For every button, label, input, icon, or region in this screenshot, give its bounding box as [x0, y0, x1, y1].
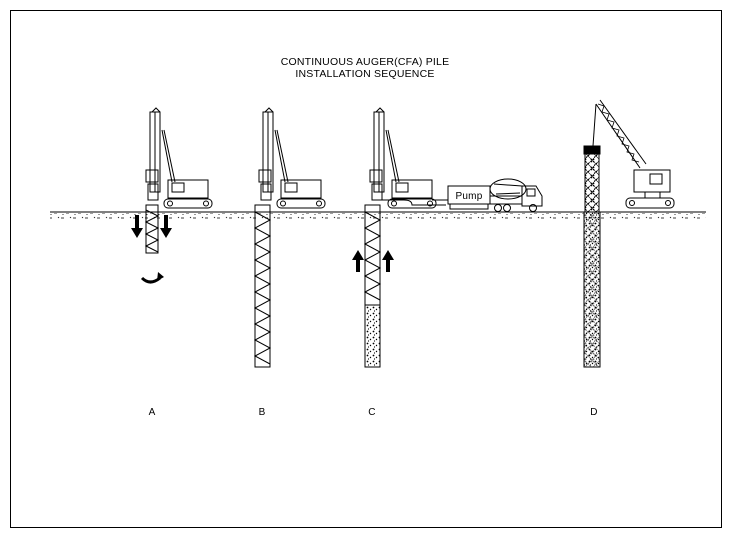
stage-a-auger [144, 204, 160, 254]
stage-a-down-arrows [131, 215, 172, 238]
stage-d-concrete-pile [583, 211, 601, 368]
stage-c-rig [369, 107, 437, 209]
pump-hose [380, 199, 446, 206]
stage-b-auger-full-depth [253, 204, 272, 368]
stage-d-label: D [590, 407, 597, 418]
stage-a-rotation-arrow [140, 272, 164, 284]
stage-c-label: C [368, 407, 375, 418]
stage-b-rig [258, 107, 326, 209]
diagram-title-line-2: INSTALLATION SEQUENCE [295, 68, 434, 80]
stage-d-rebar-cage [583, 145, 601, 213]
stage-c-up-arrows [352, 250, 394, 272]
stage-b-label: B [259, 407, 266, 418]
stage-a-label: A [149, 407, 156, 418]
concrete-pump: Pump [432, 185, 491, 210]
drawing-border [10, 10, 722, 528]
stage-d-crane [592, 99, 675, 209]
stage-a-rig [145, 107, 213, 209]
stage-c-concrete-column [364, 304, 381, 368]
diagram-title-line-1: CONTINUOUS AUGER(CFA) PILE [281, 56, 450, 68]
concrete-mixer-truck [489, 178, 543, 212]
pump-label: Pump [456, 191, 483, 202]
